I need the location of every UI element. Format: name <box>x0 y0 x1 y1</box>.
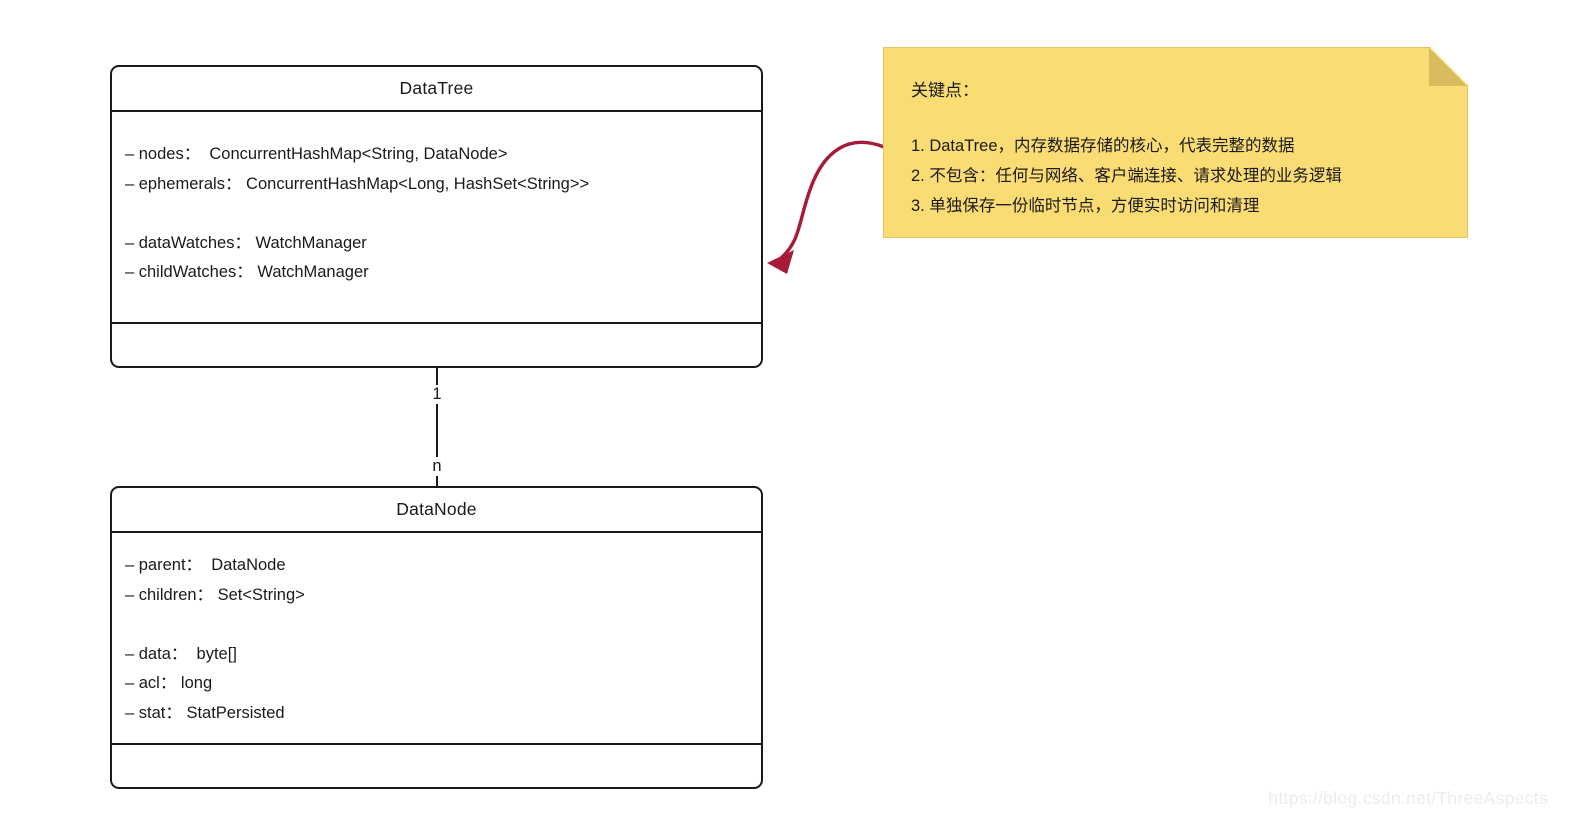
attribute-row: – parent： DataNode <box>125 556 286 574</box>
note-title: 关键点： <box>911 81 979 100</box>
note-arrow-curve <box>779 140 886 260</box>
attribute-row: – data： byte[] <box>125 644 237 663</box>
multiplicity-label-n: n <box>429 457 445 476</box>
attribute-row: – stat： StatPersisted <box>125 703 285 722</box>
class-methods-datatree-empty <box>112 322 761 366</box>
class-attributes-datanode: – parent： DataNode – children： Set<Strin… <box>112 533 761 743</box>
class-title-datatree: DataTree <box>112 67 761 112</box>
attribute-row: – children： Set<String> <box>125 585 305 604</box>
note-arrow-head-icon <box>767 250 794 274</box>
note-items: 1. DataTree，内存数据存储的核心，代表完整的数据 2. 不包含：任何与… <box>911 131 1453 221</box>
note-fold-corner <box>1429 48 1467 86</box>
multiplicity-label-one: 1 <box>429 385 445 404</box>
attribute-row: – nodes： ConcurrentHashMap<String, DataN… <box>125 145 508 163</box>
sticky-note: 关键点： 1. DataTree，内存数据存储的核心，代表完整的数据 2. 不包… <box>883 47 1468 238</box>
attribute-row: – ephemerals： ConcurrentHashMap<Long, Ha… <box>125 174 590 193</box>
note-item: 1. DataTree，内存数据存储的核心，代表完整的数据 <box>911 137 1295 155</box>
class-title-datanode: DataNode <box>112 488 761 533</box>
note-item: 3. 单独保存一份临时节点，方便实时访问和清理 <box>911 197 1260 215</box>
attribute-row-spacer <box>125 199 761 229</box>
class-methods-datanode-empty <box>112 743 761 787</box>
note-item: 2. 不包含：任何与网络、客户端连接、请求处理的业务逻辑 <box>911 167 1342 185</box>
watermark: https://blog.csdn.net/ThreeAspects <box>1268 788 1548 808</box>
association-line <box>436 368 438 486</box>
class-box-datanode: DataNode – parent： DataNode – children： … <box>110 486 763 789</box>
attribute-row: – dataWatches： WatchManager <box>125 233 367 252</box>
attribute-row: – childWatches： WatchManager <box>125 263 369 281</box>
attribute-row-spacer <box>125 610 761 640</box>
attribute-row: – acl： long <box>125 674 213 692</box>
class-box-datatree: DataTree – nodes： ConcurrentHashMap<Stri… <box>110 65 763 368</box>
class-attributes-datatree: – nodes： ConcurrentHashMap<String, DataN… <box>112 112 761 322</box>
